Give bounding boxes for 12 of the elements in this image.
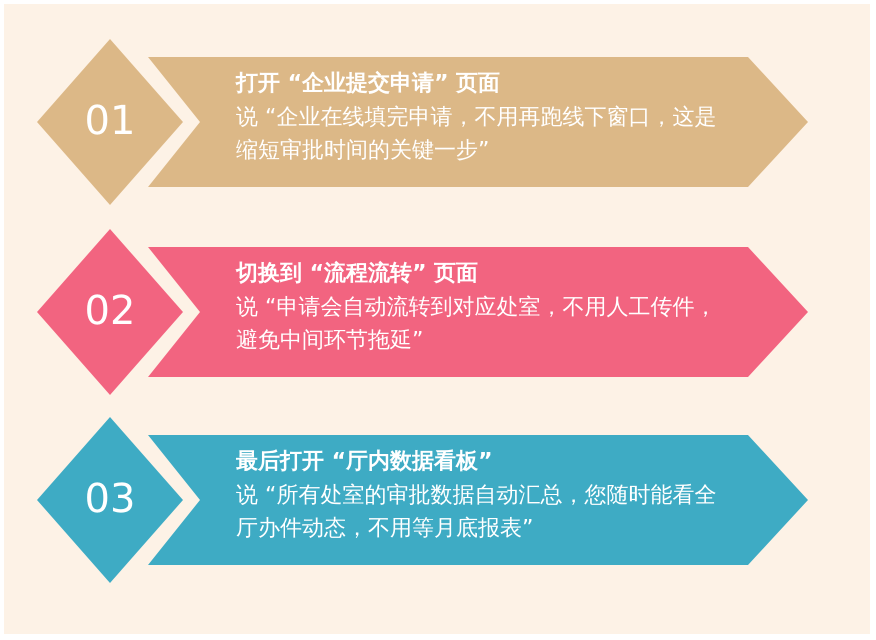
heading-text: 最后打开 “厅内数据看板” <box>236 448 493 476</box>
number-diamond <box>37 39 183 205</box>
body-text: 说 “所有处室的审批数据自动汇总，您随时能看全厅办件动态，不用等月底报表” <box>236 482 718 543</box>
heading-text: 切换到 “流程流转” 页面 <box>236 260 478 288</box>
number-diamond <box>37 229 183 395</box>
heading-text: 打开 “企业提交申请” 页面 <box>236 70 500 98</box>
number-diamond <box>37 417 183 583</box>
step-number: 03 <box>84 476 136 522</box>
step-number: 01 <box>84 98 136 144</box>
step-number: 02 <box>84 288 136 334</box>
body-text: 说 “申请会自动流转到对应处室，不用人工传件，避免中间环节拖延” <box>236 294 718 355</box>
body-text: 说 “企业在线填完申请，不用再跑线下窗口，这是缩短审批时间的关键一步” <box>236 104 718 165</box>
